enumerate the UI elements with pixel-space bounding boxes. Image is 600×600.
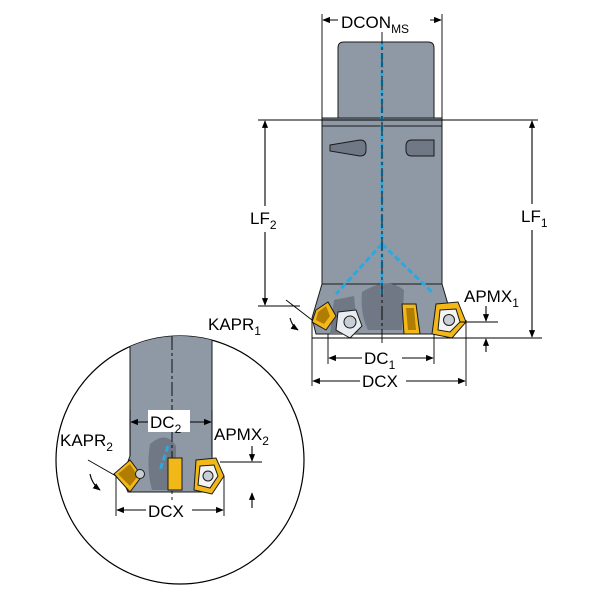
dim-kapr1: KAPR1 xyxy=(208,299,313,338)
insert-left-main xyxy=(311,301,337,331)
detail-insert-left xyxy=(113,459,145,493)
dc2-label-sub: 2 xyxy=(175,422,182,436)
svg-text:KAPR2: KAPR2 xyxy=(60,431,113,454)
drive-slot-right xyxy=(405,139,435,157)
apmx1-label: APMX xyxy=(464,287,512,306)
insert-center-main xyxy=(401,303,421,335)
svg-text:APMX2: APMX2 xyxy=(214,425,269,448)
dcon-label: DCON xyxy=(341,13,391,32)
svg-text:DC2: DC2 xyxy=(150,413,182,436)
dc1-label: DC xyxy=(364,349,389,368)
chip-pocket xyxy=(361,283,404,330)
detail-insert-center xyxy=(167,457,183,491)
screw-right-main-icon xyxy=(443,314,455,326)
screw-left-main-icon xyxy=(343,315,357,329)
detail-insert-right xyxy=(193,457,225,495)
dim-lf2: LF2 xyxy=(248,120,290,306)
dim-apmx2: APMX2 xyxy=(214,425,269,508)
svg-text:DC1: DC1 xyxy=(364,349,396,372)
dim-dcx-detail: DCX xyxy=(115,476,225,521)
dim-apmx1: APMX1 xyxy=(460,287,519,352)
dim-dc1: DC1 xyxy=(327,334,435,372)
dim-dcx-main: DCX xyxy=(311,320,467,391)
insert-right-main xyxy=(431,301,467,339)
dim-lf1: LF1 xyxy=(518,120,564,338)
dim-dcon: DCONMS xyxy=(321,10,443,118)
svg-text:LF1: LF1 xyxy=(521,207,548,230)
detail-screw-left-icon xyxy=(135,469,145,479)
svg-text:APMX1: APMX1 xyxy=(464,287,519,310)
apmx2-label: APMX xyxy=(214,425,262,444)
dc2-label: DC xyxy=(150,413,175,432)
detail-screw-right-icon xyxy=(202,470,214,482)
dcon-label-sub: MS xyxy=(391,22,409,36)
kapr1-label: KAPR xyxy=(208,315,254,334)
dcx-main-label: DCX xyxy=(362,372,398,391)
svg-text:LF2: LF2 xyxy=(250,209,277,232)
screw-left-main xyxy=(335,309,363,339)
dcx-detail-label: DCX xyxy=(148,502,184,521)
lf2-label: LF xyxy=(250,209,270,228)
lf2-label-sub: 2 xyxy=(270,218,277,232)
dc1-label-sub: 1 xyxy=(389,358,396,372)
drive-slot-left xyxy=(329,139,367,157)
apmx2-label-sub: 2 xyxy=(262,434,269,448)
kapr2-label-sub: 2 xyxy=(106,440,113,454)
kapr2-label: KAPR xyxy=(60,431,106,450)
svg-text:KAPR1: KAPR1 xyxy=(208,315,261,338)
tool-shank xyxy=(337,41,435,119)
apmx1-label-sub: 1 xyxy=(512,296,519,310)
dim-kapr2: KAPR2 xyxy=(60,431,117,491)
lf1-label-sub: 1 xyxy=(541,216,548,230)
dim-dc2: DC2 xyxy=(129,410,213,456)
svg-text:DCONMS: DCONMS xyxy=(341,13,409,36)
kapr1-label-sub: 1 xyxy=(254,324,261,338)
lf1-label: LF xyxy=(521,207,541,226)
